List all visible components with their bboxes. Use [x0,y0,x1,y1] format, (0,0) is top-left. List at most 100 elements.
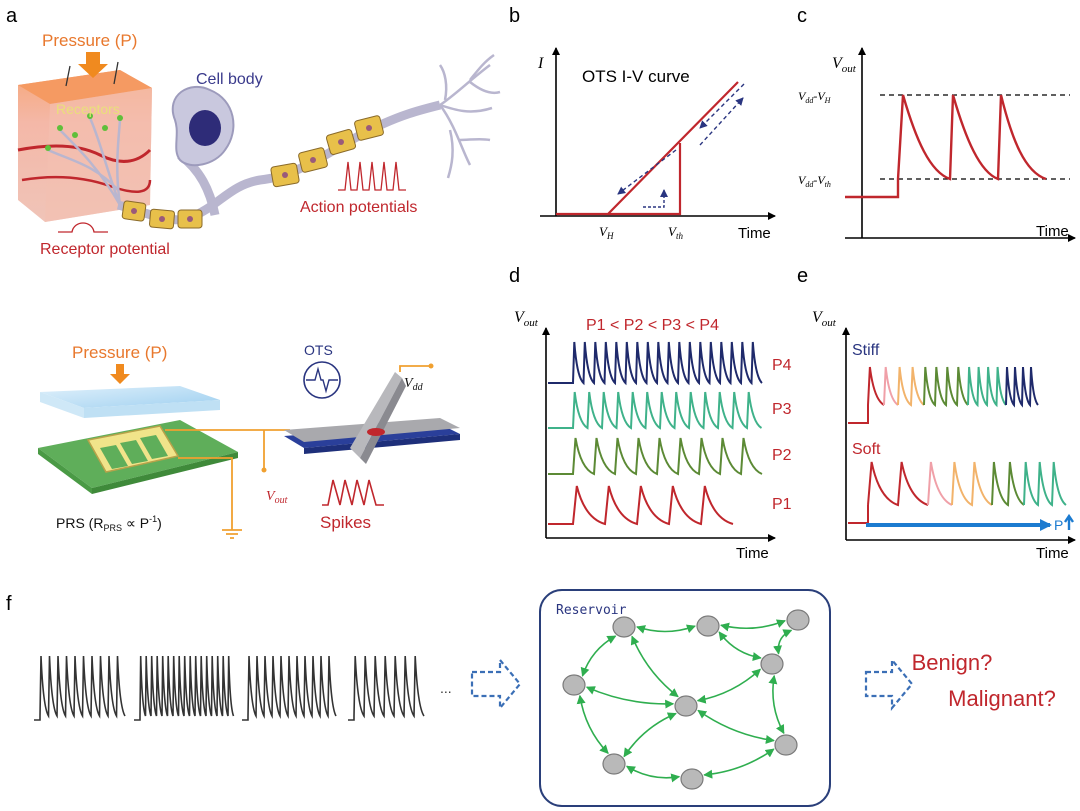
reservoir-edge-1 [720,619,786,632]
panel-c-upper-label: Vdd-VH [798,89,832,105]
reservoir-edge-5 [585,686,675,709]
receptor-nerve-endings [47,117,122,206]
panel-e-stiff-trace-lead [848,405,869,424]
vdd-node [428,363,434,369]
panel-f-ellipsis: ... [440,680,452,696]
reservoir-edge-2 [718,631,762,662]
panel-e-xlabel: Time [1036,545,1069,562]
reservoir-edge-13 [773,629,793,655]
skin-block-illustration [17,70,152,222]
panel-e-stiff-trace-segment-4 [967,366,1007,408]
vout-label: Vout [266,489,288,506]
arrow-to-reservoir [470,656,522,712]
panel-b-title: OTS I-V curve [582,67,690,86]
spike-train-4 [348,655,425,721]
panel-d-trace-p3 [548,391,763,430]
panel-e-stiff-trace-segment-2 [897,366,925,407]
panel-d-trace-p1 [548,485,734,526]
spikes-label: Spikes [320,513,371,532]
pressure-arrow-bottom [110,364,130,384]
panel-d-trace-p4 [548,341,763,386]
panel-d-series-label-p4: P4 [772,357,792,374]
ots-label: OTS [304,342,333,358]
receptor-potential-trace [58,222,108,233]
panel-d-series-label-p3: P3 [772,401,792,418]
cell-body-label: Cell body [196,71,263,88]
panel-e-soft-label: Soft [852,441,881,458]
reservoir-edge-6 [696,668,762,704]
panel-e-stiff-label: Stiff [852,342,880,359]
action-potentials-label: Action potentials [300,199,417,216]
panel-letter-f: f [6,593,12,615]
panel-letter-b: b [509,5,520,27]
reservoir-nodes [562,609,810,790]
panel-c-lower-label: Vdd-Vth [798,173,831,189]
pressure-label-bottom: Pressure (P) [72,343,167,362]
panel-letter-e: e [797,265,808,287]
panel-e-soft-trace-segment-2 [951,461,993,507]
reservoir-node-7 [774,734,798,756]
panel-e-ylabel: Vout [812,309,837,329]
spike-train-1 [34,655,126,721]
panel-d-xlabel: Time [736,545,769,562]
panel-d-ylabel: Vout [514,309,539,329]
panel-f-spike-trains [34,655,425,721]
panel-b-vh: VH [599,224,614,241]
panel-b-xlabel: Time [738,225,771,242]
myelin-nuclei [131,125,372,222]
arrow-to-output [864,656,914,712]
panel-d-trace-p2 [548,437,763,476]
panel-e-soft-trace-segment-1 [927,461,953,506]
panel-b-ylabel: I [537,55,544,72]
dendrites [438,53,501,179]
panel-e-soft-trace-segment-3 [991,461,1025,507]
reservoir-edges [576,619,793,783]
receptors-label: Receptors [56,101,120,117]
reservoir-node-4 [760,653,784,675]
panel-c-ylabel: Vout [832,55,857,75]
reservoir-edge-11 [625,765,681,783]
iv-curve-threshold [608,143,682,216]
reservoir-edge-3 [580,635,617,677]
pressure-leader-lines [65,61,119,87]
reservoir-node-6 [674,695,698,717]
receptor-potential-label: Receptor potential [40,241,170,258]
panel-d-traces [548,341,763,526]
iv-arrow-switch [643,189,668,208]
interdigitated-electrode [86,425,180,473]
panel-e-stiff-trace-segment-5 [1005,366,1039,408]
iv-arrow-down-lower [617,149,677,195]
panel-d-title: P1 < P2 < P3 < P4 [586,317,719,334]
reservoir-node-5 [562,674,586,696]
reservoir-node-9 [680,768,704,790]
panel-e-stiff-trace-segment-0 [867,366,885,406]
panel-c-waveform [845,94,1047,199]
cell-body [171,85,235,167]
iv-arrow-up [699,97,744,146]
panel-b-vth: Vth [668,224,683,241]
vout-node [261,467,267,473]
panel-e-soft-trace-lead [848,505,869,524]
panel-e-traces [848,366,1067,524]
receptor-dots [45,113,123,151]
spike-train-2 [134,655,235,721]
iv-arrow-down-upper [699,83,745,129]
ots-device [284,372,460,464]
action-potential-trace [338,161,406,191]
panel-c-xlabel: Time [1036,223,1069,240]
spike-train-3 [242,655,337,721]
reservoir-label: Reservoir [556,603,627,618]
vdd-label: Vdd [404,376,424,393]
panel-e-stiff-trace-segment-3 [923,366,969,408]
prs-caption: PRS (RPRS ∝ P-1) [56,514,162,533]
vdd-wire [399,365,431,372]
iv-curve-on [556,81,739,216]
reservoir-node-8 [602,753,626,775]
reservoir-node-2 [696,615,720,637]
panel-e-soft-trace-segment-0 [867,461,929,507]
output-malignant: Malignant? [948,686,1056,711]
panel-e-up-arrow [1064,513,1074,530]
reservoir-edge-9 [623,712,677,758]
ots-symbol-trace [306,366,338,394]
